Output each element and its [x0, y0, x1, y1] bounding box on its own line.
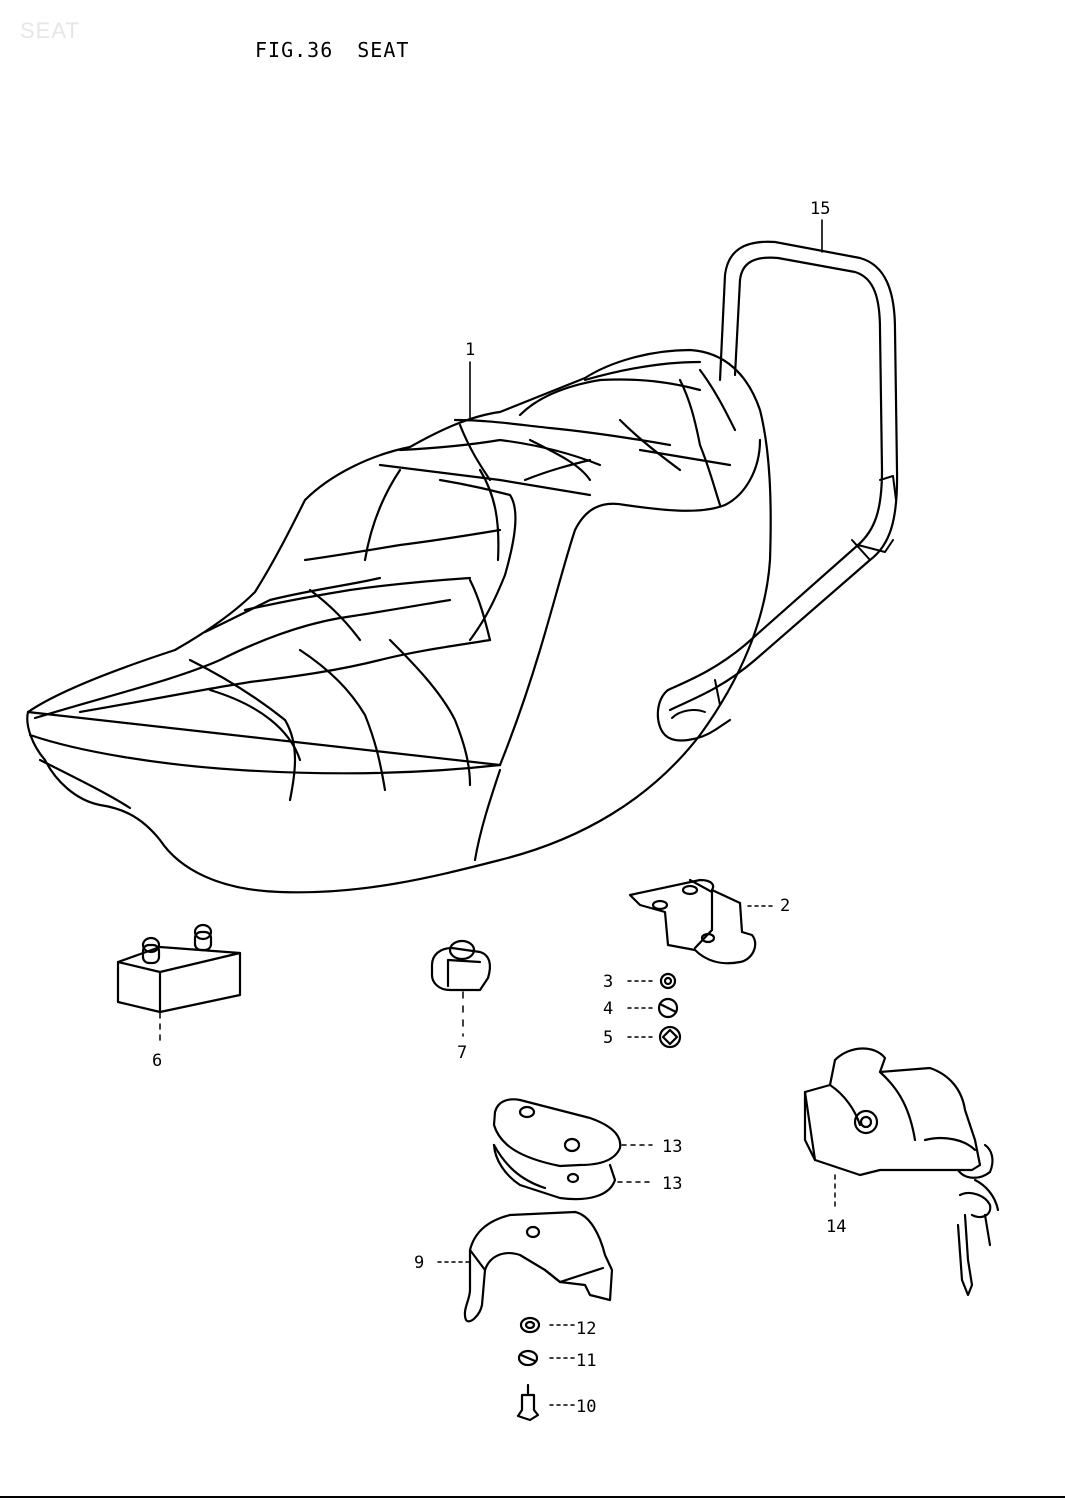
figure-title: FIG.36 SEAT: [255, 38, 433, 62]
callout-5: 5: [603, 1028, 613, 1048]
bracket-2-drawing: [627, 878, 776, 1049]
callout-11: 11: [576, 1351, 596, 1371]
callout-1: 1: [465, 340, 475, 360]
callout-4: 4: [603, 999, 613, 1019]
callout-6: 6: [152, 1051, 162, 1071]
figure-name: SEAT: [357, 38, 410, 62]
callout-13-lower: 13: [662, 1174, 682, 1194]
callout-10: 10: [576, 1397, 596, 1417]
grab-rail-drawing: [656, 240, 899, 742]
callout-12: 12: [576, 1319, 596, 1339]
callout-13-upper: 13: [662, 1137, 682, 1157]
watermark: SEAT: [20, 18, 80, 43]
bottom-rule: [0, 1496, 1065, 1498]
callout-7: 7: [457, 1043, 467, 1063]
callout-9: 9: [414, 1253, 424, 1273]
callout-3: 3: [603, 972, 613, 992]
seat-drawing: [26, 348, 772, 894]
plates-13-drawing: [492, 1098, 653, 1201]
leader-lines: [469, 219, 823, 419]
seat-lock-drawing: [803, 1047, 1000, 1297]
callout-labels: 1 2 3 4 5 6 7 9 10 11 12 13 13 14 15: [152, 199, 846, 1417]
callout-14: 14: [826, 1217, 846, 1237]
callout-15: 15: [810, 199, 830, 219]
cushion-block-drawing: [116, 923, 242, 1041]
cushion-drawing: [430, 939, 491, 1037]
callout-2: 2: [780, 896, 790, 916]
figure-number: FIG.36: [255, 38, 334, 62]
bracket-9-drawing: [437, 1210, 614, 1422]
